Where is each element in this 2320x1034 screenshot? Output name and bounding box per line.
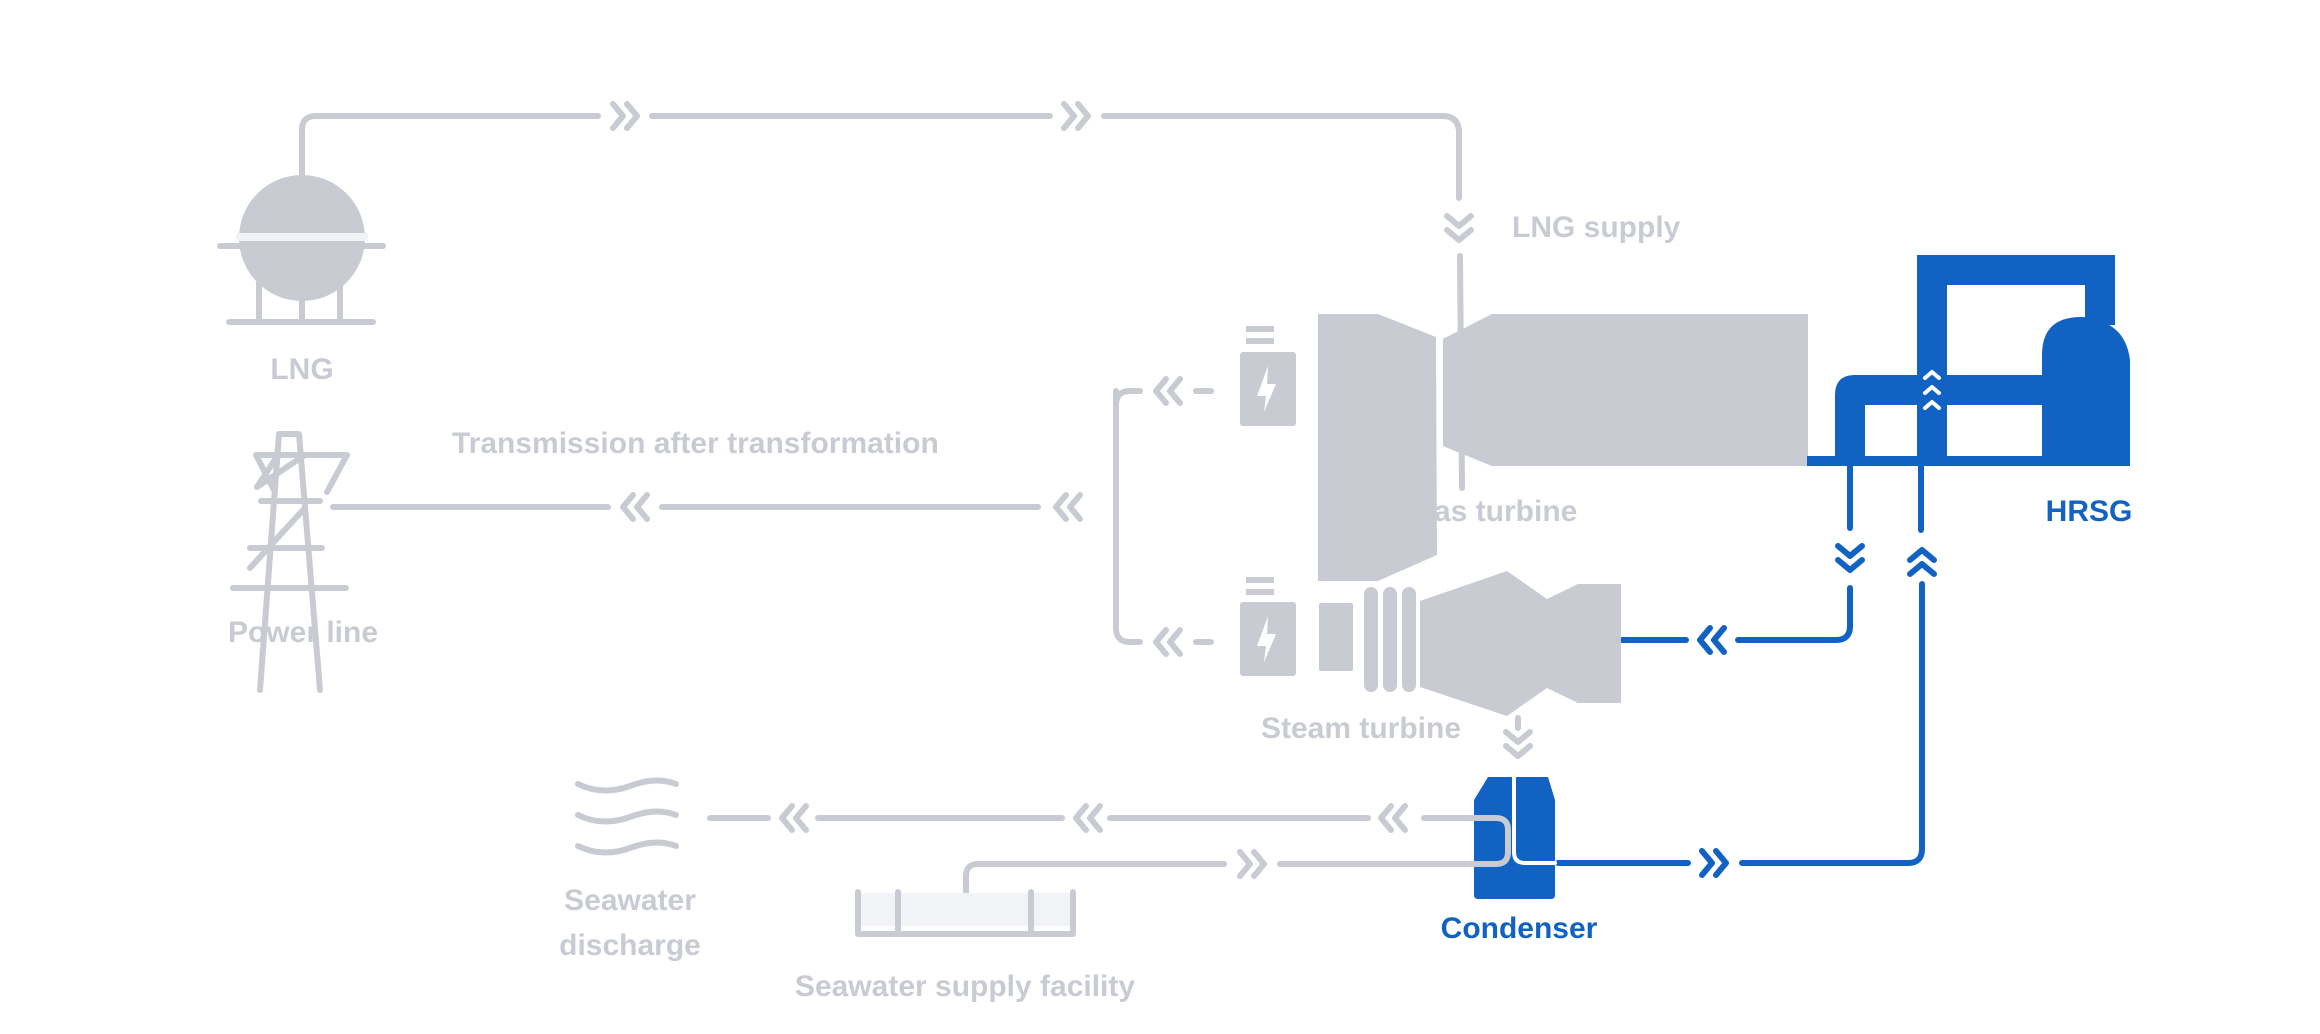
condenser-icon bbox=[1474, 763, 1557, 899]
power-line-label: Power line bbox=[227, 616, 379, 649]
hrsg-icon bbox=[1807, 255, 2130, 466]
transmission-pipe bbox=[330, 379, 1214, 654]
condenser-label: Condenser bbox=[1440, 912, 1598, 945]
flow-chevron-left-icon bbox=[1156, 379, 1180, 403]
flow-chevron-up-icon bbox=[1910, 550, 1934, 574]
flow-chevron-right-icon bbox=[613, 104, 637, 128]
gas-turbine-generator-icon bbox=[1240, 326, 1296, 426]
waves-icon bbox=[575, 777, 679, 856]
seawater-pipes bbox=[707, 806, 1511, 911]
steam-loop-pipes bbox=[1555, 463, 1934, 875]
flow-chevron-down-icon bbox=[1838, 546, 1862, 570]
flow-chevron-right-icon bbox=[1240, 852, 1264, 876]
flow-chevron-down-icon bbox=[1447, 216, 1471, 240]
flow-chevron-left-icon bbox=[1056, 495, 1080, 519]
gas-turbine-icon bbox=[1318, 314, 1808, 581]
transmission-label: Transmission after transformation bbox=[452, 427, 939, 460]
seawater-discharge-label-line1: Seawater bbox=[564, 884, 696, 917]
flow-chevron-right-icon bbox=[1064, 104, 1088, 128]
steam-turbine-icon bbox=[1319, 571, 1621, 716]
flow-chevron-right-icon bbox=[1702, 851, 1726, 875]
seawater-supply-label: Seawater supply facility bbox=[794, 970, 1136, 1003]
gas-turbine-label: Gas turbine bbox=[1410, 495, 1578, 528]
lng-supply-label: LNG supply bbox=[1512, 211, 1681, 244]
lng-label: LNG bbox=[270, 353, 334, 386]
flow-chevron-left-icon bbox=[1076, 806, 1100, 830]
transmission-tower-icon bbox=[230, 431, 350, 693]
flow-chevron-left-icon bbox=[782, 806, 806, 830]
hrsg-label: HRSG bbox=[2045, 495, 2133, 528]
seawater-discharge-label-line2: discharge bbox=[559, 929, 701, 962]
steam-turbine-generator-icon bbox=[1240, 577, 1296, 676]
flow-chevron-down-icon bbox=[1506, 732, 1530, 756]
flow-chevron-left-icon bbox=[1381, 806, 1405, 830]
flow-chevron-left-icon bbox=[1700, 628, 1724, 652]
flow-chevron-left-icon bbox=[623, 495, 647, 519]
steam-turbine-label: Steam turbine bbox=[1260, 712, 1462, 745]
lng-tank-icon bbox=[217, 175, 386, 325]
water-basin-icon bbox=[855, 889, 1076, 937]
flow-chevron-left-icon bbox=[1156, 630, 1180, 654]
